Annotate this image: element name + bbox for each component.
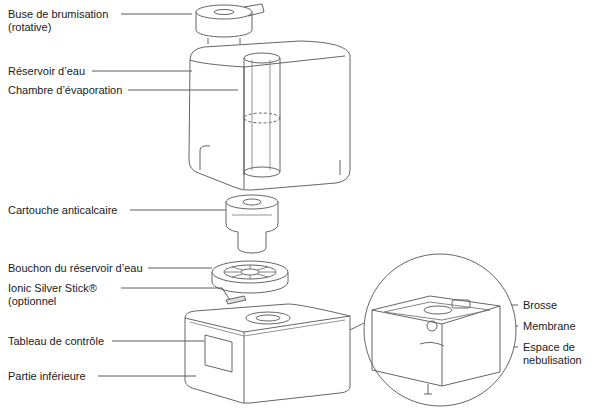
base-unit: [185, 304, 366, 403]
part-label: Bouchon du réservoir d’eau: [7, 262, 144, 275]
detail-label: Membrane: [522, 320, 577, 333]
part-label: Partie inférieure: [7, 370, 87, 383]
part-label: Chambre d’évaporation: [7, 84, 123, 97]
tank-cap: [212, 261, 288, 293]
anti-scale-cartridge: [226, 195, 278, 253]
detail-inset: [364, 254, 516, 406]
part-label: Cartouche anticalcaire: [7, 204, 118, 217]
part-label: Tableau de contrôle: [7, 335, 105, 348]
nozzle: [196, 4, 264, 44]
detail-label: Brosse: [522, 299, 558, 312]
water-tank: [189, 41, 350, 190]
part-label: Réservoir d’eau: [7, 65, 86, 78]
part-label: Buse de brumisation (rotative): [7, 8, 121, 34]
part-label: Ionic Silver Stick® (optionnel: [7, 282, 121, 308]
silver-stick: [226, 296, 246, 304]
detail-label: Espace de nebulisation: [522, 341, 594, 367]
